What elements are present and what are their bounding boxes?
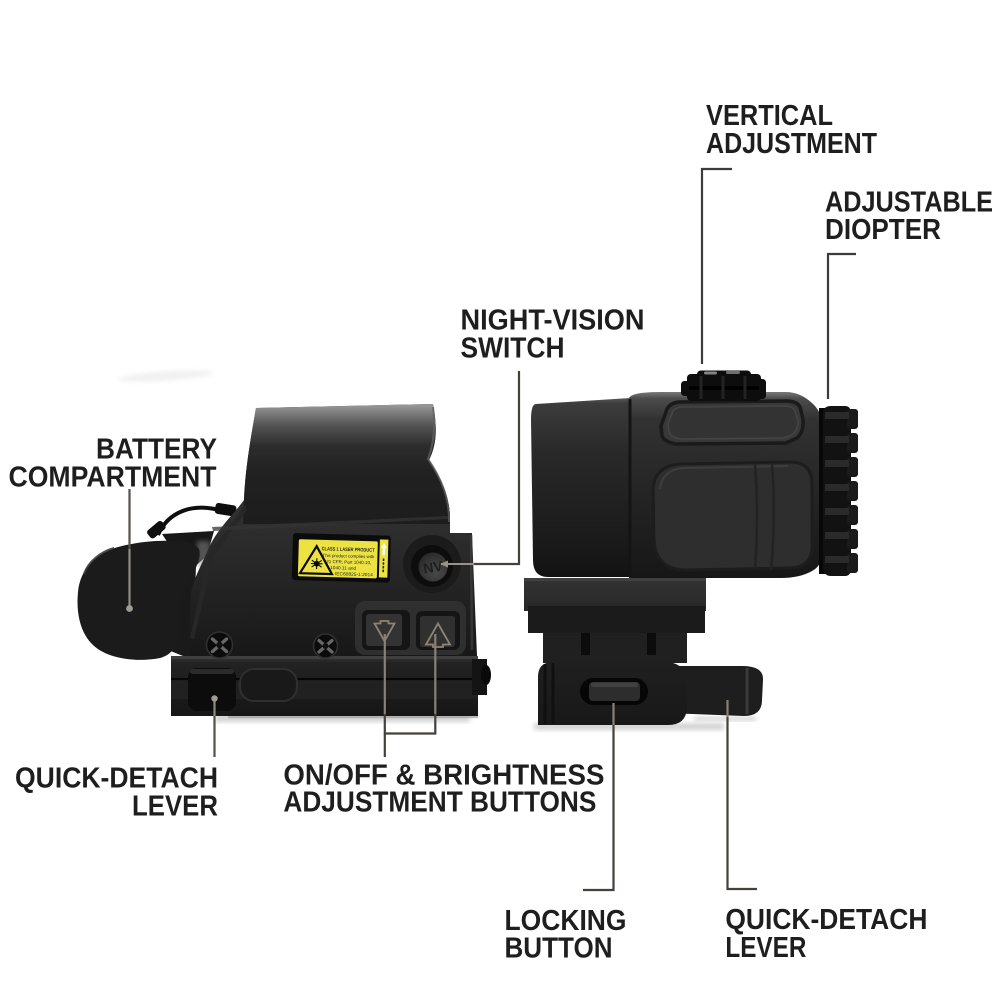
svg-text:DIOPTER: DIOPTER — [825, 214, 941, 246]
svg-text:ADJUSTABLE: ADJUSTABLE — [825, 187, 993, 219]
svg-text:IEC60825-1:2014: IEC60825-1:2014 — [335, 571, 374, 577]
svg-text:BATTERY: BATTERY — [96, 434, 217, 466]
svg-text:NIGHT-VISION: NIGHT-VISION — [461, 305, 645, 337]
svg-text:QUICK-DETACH: QUICK-DETACH — [15, 763, 218, 795]
svg-text:BUTTON: BUTTON — [505, 933, 613, 965]
svg-text:VERTICAL: VERTICAL — [706, 100, 833, 132]
svg-text:LOCKING: LOCKING — [505, 905, 627, 937]
svg-text:This product complies with: This product complies with — [322, 553, 375, 559]
svg-text:QUICK-DETACH: QUICK-DETACH — [725, 904, 927, 936]
svg-text:1040.11 and: 1040.11 and — [330, 565, 357, 571]
svg-text:SWITCH: SWITCH — [461, 333, 565, 365]
svg-text:CLASS 1 LASER PRODUCT: CLASS 1 LASER PRODUCT — [322, 546, 375, 553]
svg-text:ADJUSTMENT: ADJUSTMENT — [706, 128, 878, 160]
svg-text:ADJUSTMENT BUTTONS: ADJUSTMENT BUTTONS — [283, 787, 596, 819]
svg-text:COMPARTMENT: COMPARTMENT — [9, 462, 218, 494]
svg-text:LEVER: LEVER — [725, 932, 806, 964]
svg-text:ON/OFF & BRIGHTNESS: ON/OFF & BRIGHTNESS — [283, 760, 604, 792]
svg-text:NV: NV — [422, 557, 444, 576]
svg-text:21 CFR, Part 1040.10,: 21 CFR, Part 1040.10, — [326, 559, 371, 565]
svg-text:LEVER: LEVER — [132, 791, 218, 823]
